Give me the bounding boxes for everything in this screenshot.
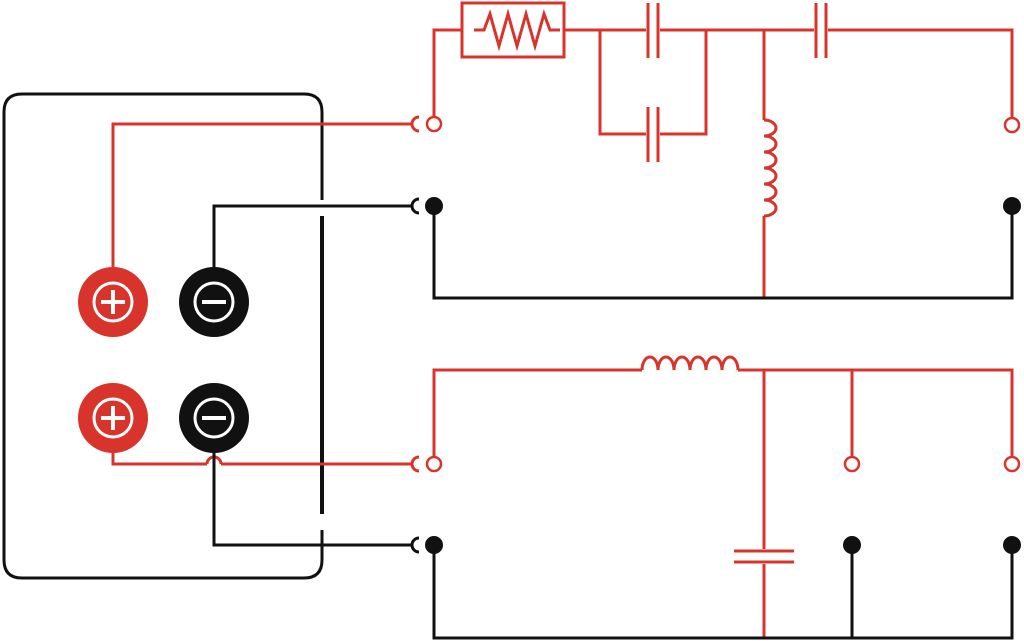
- upper-output-negative-terminal: [1003, 197, 1021, 215]
- lower-output2-negative-terminal: [1003, 536, 1021, 554]
- inductor-icon: [640, 355, 740, 371]
- lower-output1-negative-terminal: [843, 536, 861, 554]
- capacitor-icon: [646, 3, 660, 58]
- positive-terminal-lower: [78, 383, 148, 453]
- lower-output1-positive-terminal: [843, 455, 861, 473]
- upper-negative-lead: [212, 197, 420, 286]
- lower-input-positive-terminal: [425, 455, 443, 473]
- lower-input-negative-terminal: [425, 536, 443, 554]
- upper-ground-rail: [432, 206, 1014, 300]
- lower-ground-rail: [432, 545, 1014, 640]
- power-supply-box: [2, 92, 324, 580]
- capacitor-icon: [734, 549, 794, 564]
- lower-negative-lead: [212, 440, 420, 554]
- upper-positive-lead: [111, 115, 420, 286]
- capacitor-icon: [646, 107, 660, 162]
- capacitor-icon: [814, 3, 828, 58]
- inductor-icon: [763, 118, 778, 218]
- positive-terminal-upper: [78, 267, 148, 337]
- upper-output-positive-terminal: [1003, 116, 1021, 134]
- upper-input-negative-terminal: [425, 197, 443, 215]
- negative-terminal-upper: [179, 267, 249, 337]
- upper-filter-network: [432, 1, 1014, 298]
- lower-positive-lead: [111, 440, 420, 473]
- lower-output2-positive-terminal: [1003, 455, 1021, 473]
- lower-filter-network: [432, 355, 1014, 638]
- negative-terminal-lower: [179, 383, 249, 453]
- resistor-icon: [460, 1, 566, 59]
- upper-input-positive-terminal: [425, 115, 443, 133]
